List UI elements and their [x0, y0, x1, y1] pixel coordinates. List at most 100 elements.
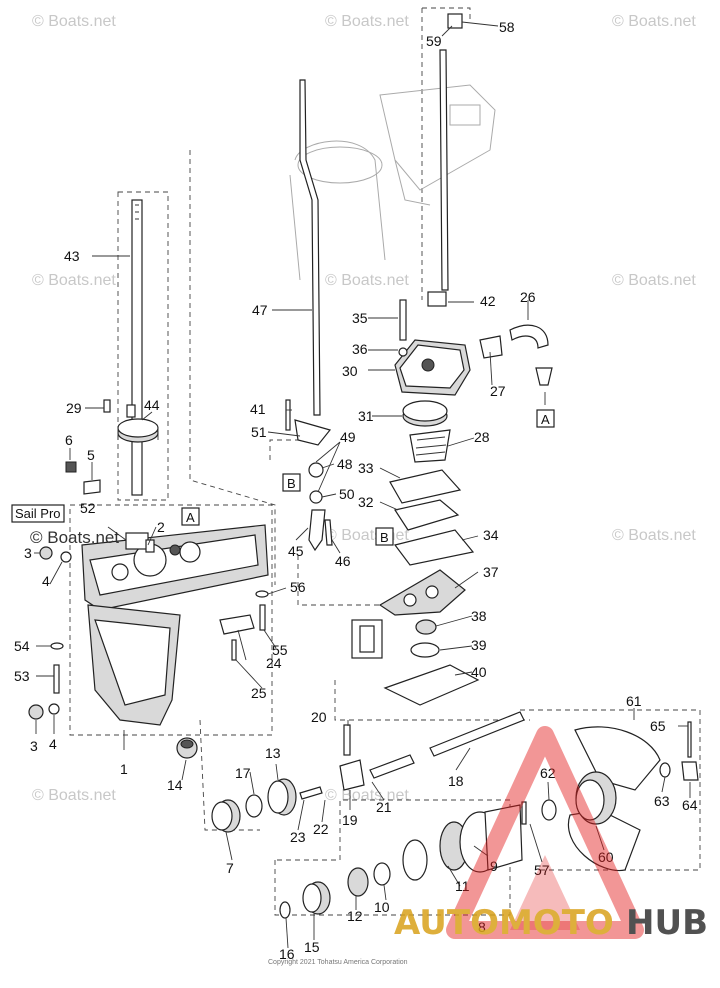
- variant-label-group: Sail Pro © Boats.net: [11, 504, 119, 547]
- callout-number: 55: [272, 642, 288, 658]
- brand-watermark: AUTOMOTO HUB: [394, 726, 708, 943]
- callout-number: 21: [376, 799, 392, 815]
- callout-number: 64: [682, 797, 698, 813]
- callout-number: 28: [474, 429, 490, 445]
- callout-number: 6: [65, 432, 73, 448]
- seal-parts: [351, 619, 480, 706]
- callout-number: 36: [352, 341, 368, 357]
- callout-number: 30: [342, 363, 358, 379]
- callout-number: 25: [251, 685, 267, 701]
- ref-box: [181, 507, 200, 526]
- callout-number: 43: [64, 248, 80, 264]
- pump-plates: [378, 469, 475, 616]
- reference-boxes: A A B B: [181, 409, 555, 546]
- watermark: © Boats.net: [32, 13, 116, 30]
- copyright: Copyright 2021 Tohatsu America Corporati…: [268, 959, 408, 966]
- watermark: © Boats.net: [325, 13, 409, 30]
- callout-number: 32: [358, 494, 374, 510]
- brand-text-part2: HUB: [626, 903, 708, 943]
- callout-number: 65: [650, 718, 666, 734]
- shift-rod: [294, 79, 332, 552]
- callout-number: 27: [490, 383, 506, 399]
- watermark: © Boats.net: [325, 527, 409, 544]
- callout-number: 18: [448, 773, 464, 789]
- callout-number: 58: [499, 19, 515, 35]
- ref-box: [375, 527, 394, 546]
- callout-number: 59: [426, 33, 442, 49]
- callout-number: 39: [471, 637, 487, 653]
- callout-number: 12: [347, 908, 363, 924]
- gear-set-reverse: [279, 804, 523, 919]
- callout-number: 19: [342, 812, 358, 828]
- callout-number: 9: [490, 858, 498, 874]
- callout-number: 44: [144, 397, 160, 413]
- callout-number: 10: [374, 899, 390, 915]
- callout-number: 61: [626, 693, 642, 709]
- callout-number: 51: [251, 424, 267, 440]
- callout-number: 54: [14, 638, 30, 654]
- callout-number: 34: [483, 527, 499, 543]
- callout-number: 42: [480, 293, 496, 309]
- callout-number: 37: [483, 564, 499, 580]
- callout-number: 26: [520, 289, 536, 305]
- callout-number: 22: [313, 821, 329, 837]
- callout-number: 63: [654, 793, 670, 809]
- callout-number: 29: [66, 400, 82, 416]
- callout-number: 7: [226, 860, 234, 876]
- callout-number: 60: [598, 849, 614, 865]
- callout-number: 33: [358, 460, 374, 476]
- watermark: © Boats.net: [612, 13, 696, 30]
- ref-box: [536, 409, 555, 428]
- ref-box-label: B: [287, 476, 296, 491]
- propeller-shaft: [299, 711, 525, 800]
- callout-number: 35: [352, 310, 368, 326]
- water-tube: [427, 13, 463, 307]
- callout-number: 15: [304, 939, 320, 955]
- callout-number: 8: [478, 919, 486, 935]
- grommet: [176, 737, 198, 759]
- callout-number: 20: [311, 709, 327, 725]
- callout-number: 62: [540, 765, 556, 781]
- assembly-outlines: [69, 7, 701, 916]
- water-hose: [479, 324, 553, 386]
- watermark: © Boats.net: [325, 787, 409, 804]
- callout-number: 3: [24, 545, 32, 561]
- ref-box-label: B: [380, 530, 389, 545]
- watermark: © Boats.net: [612, 527, 696, 544]
- watermark: © Boats.net: [32, 272, 116, 289]
- callout-number: 2: [157, 519, 165, 535]
- callout-number: 38: [471, 608, 487, 624]
- callout-number: 14: [167, 777, 183, 793]
- callout-number: 53: [14, 668, 30, 684]
- callout-number: 5: [87, 447, 95, 463]
- watermark: © Boats.net: [32, 787, 116, 804]
- callout-number: 50: [339, 486, 355, 502]
- ref-box-label: A: [541, 412, 550, 427]
- callout-number: 24: [266, 655, 282, 671]
- callout-number: 31: [358, 408, 374, 424]
- pump-housing: [394, 299, 471, 396]
- gear-set-forward: [211, 778, 297, 833]
- callout-number: 4: [49, 736, 57, 752]
- callout-number: 47: [252, 302, 268, 318]
- callout-number: 49: [340, 429, 356, 445]
- callout-number: 56: [290, 579, 306, 595]
- ref-box: [282, 473, 301, 492]
- callout-number: 40: [471, 664, 487, 680]
- callout-number: 46: [335, 553, 351, 569]
- callout-number: 13: [265, 745, 281, 761]
- callout-number: 4: [42, 573, 50, 589]
- fasteners: [28, 399, 527, 825]
- variant-label: Sail Pro: [15, 506, 61, 521]
- callout-number: 3: [30, 738, 38, 754]
- watermark: © Boats.net: [325, 272, 409, 289]
- callout-number: 57: [534, 862, 550, 878]
- drive-shaft: [117, 199, 159, 496]
- callout-number: 11: [455, 878, 470, 894]
- inline-watermark-label: © Boats.net: [30, 528, 119, 547]
- impeller: [402, 400, 451, 463]
- propeller: [541, 721, 699, 872]
- watermark: © Boats.net: [612, 272, 696, 289]
- engine-ghost: [289, 84, 496, 281]
